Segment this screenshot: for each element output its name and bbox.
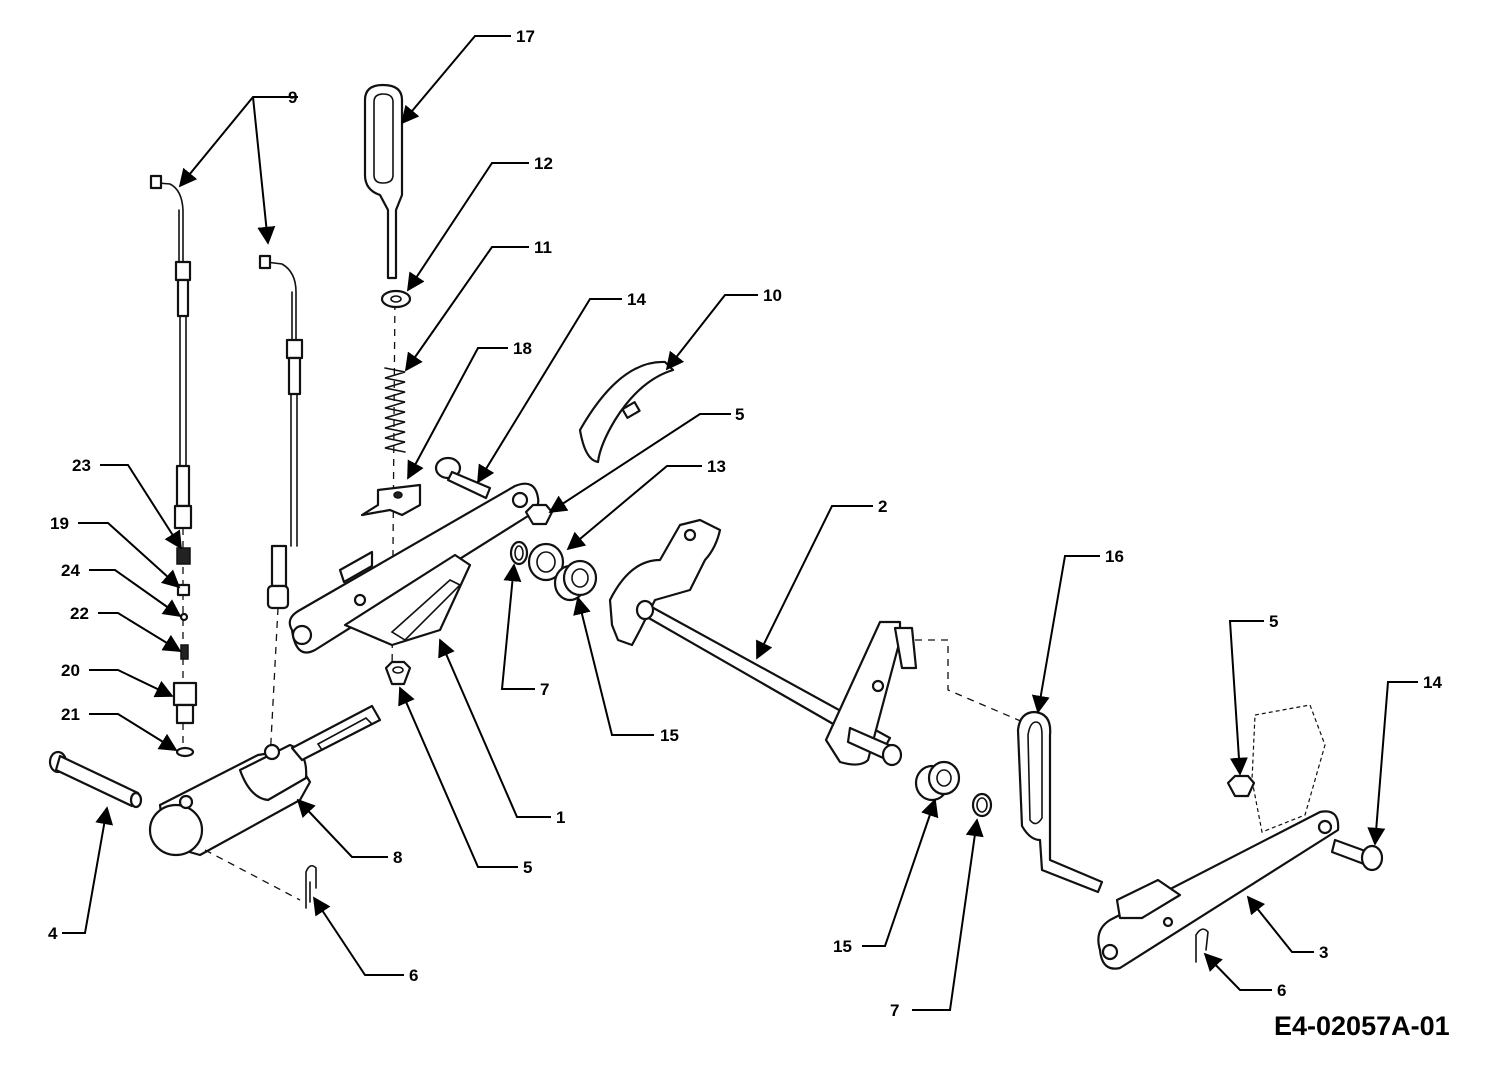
callout-7-upper: 7 bbox=[540, 680, 549, 699]
handle-17 bbox=[363, 83, 404, 280]
nut-5-right bbox=[1226, 774, 1256, 798]
leader-20 bbox=[89, 669, 174, 698]
fitting-19 bbox=[176, 583, 191, 597]
pin-4 bbox=[48, 750, 143, 809]
ball-24 bbox=[179, 612, 189, 622]
drawing-number: E4-02057A-01 bbox=[1274, 1011, 1450, 1041]
leader-5-lower bbox=[398, 686, 518, 868]
callout-18: 18 bbox=[513, 339, 532, 358]
leader-21 bbox=[89, 713, 178, 751]
callout-15-upper: 15 bbox=[660, 726, 679, 745]
bushing-15-upper bbox=[553, 559, 598, 602]
leader-15-upper bbox=[573, 596, 654, 736]
leader-7-lower bbox=[912, 818, 984, 1011]
callout-20: 20 bbox=[61, 661, 80, 680]
callout-9: 9 bbox=[288, 88, 297, 107]
lever-1 bbox=[288, 482, 540, 654]
bushing-15-lower bbox=[914, 760, 961, 802]
leader-6-left bbox=[313, 896, 404, 976]
leader-23 bbox=[100, 464, 182, 550]
leader-3 bbox=[1246, 895, 1314, 953]
leader-15-lower bbox=[862, 798, 939, 947]
callout-3: 3 bbox=[1319, 943, 1328, 962]
cross-shaft-2 bbox=[608, 518, 918, 767]
callout-5-upper: 5 bbox=[735, 405, 744, 424]
leader-14-upper bbox=[477, 298, 622, 484]
callout-16: 16 bbox=[1105, 547, 1124, 566]
callout-8: 8 bbox=[393, 848, 402, 867]
cotter-pin-6-left bbox=[305, 864, 317, 909]
callout-10: 10 bbox=[763, 286, 782, 305]
bolt-14-upper bbox=[434, 456, 492, 500]
ghost-bracket bbox=[1251, 704, 1326, 833]
callout-12: 12 bbox=[534, 154, 553, 173]
leader-8 bbox=[296, 798, 388, 858]
leader-7-upper bbox=[500, 563, 535, 690]
pivot-8 bbox=[148, 704, 382, 857]
leader-1 bbox=[438, 638, 551, 818]
coupler-20 bbox=[172, 681, 198, 725]
callout-6-right: 6 bbox=[1277, 981, 1286, 1000]
leader-16 bbox=[1031, 555, 1100, 714]
leader-2 bbox=[756, 505, 873, 660]
leader-24 bbox=[89, 569, 182, 618]
callout-6-left: 6 bbox=[409, 966, 418, 985]
cable-left bbox=[149, 174, 193, 530]
spring-22 bbox=[180, 644, 189, 660]
callout-14-right: 14 bbox=[1423, 673, 1442, 692]
callout-15-lower: 15 bbox=[833, 937, 852, 956]
callout-11: 11 bbox=[534, 238, 552, 257]
callout-7-lower: 7 bbox=[890, 1001, 899, 1020]
leader-14-right bbox=[1367, 681, 1418, 846]
washer-12 bbox=[380, 289, 412, 309]
callout-5-lower: 5 bbox=[523, 858, 532, 877]
lift-bar-16 bbox=[1016, 710, 1104, 894]
callout-22: 22 bbox=[70, 604, 89, 623]
washer-21 bbox=[175, 746, 195, 758]
bolt-14-right bbox=[1330, 838, 1384, 872]
leader-11 bbox=[404, 246, 529, 372]
cotter-pin-6-right bbox=[1195, 928, 1209, 963]
callout-24: 24 bbox=[61, 561, 80, 580]
leader-5-right bbox=[1228, 620, 1264, 776]
spring-11 bbox=[384, 367, 406, 453]
leader-4 bbox=[62, 806, 114, 934]
leader-12 bbox=[407, 162, 529, 292]
bracket-18 bbox=[360, 483, 422, 517]
callout-23: 23 bbox=[72, 456, 91, 475]
callout-13: 13 bbox=[707, 457, 726, 476]
leader-5-upper bbox=[548, 413, 731, 513]
callout-2: 2 bbox=[878, 497, 887, 516]
leader-19 bbox=[78, 522, 181, 589]
callout-17: 17 bbox=[516, 27, 535, 46]
leader-18 bbox=[407, 347, 508, 480]
callout-14-upper: 14 bbox=[627, 290, 646, 309]
leader-9 bbox=[178, 96, 298, 245]
leader-13 bbox=[566, 465, 702, 551]
leader-22 bbox=[98, 612, 182, 652]
leader-10 bbox=[665, 294, 758, 371]
callout-21: 21 bbox=[61, 705, 80, 724]
leader-6-right bbox=[1203, 952, 1272, 991]
fitting-23 bbox=[176, 547, 191, 565]
leader-17 bbox=[400, 35, 511, 125]
nut-5-upper bbox=[524, 503, 554, 526]
ring-7-lower bbox=[971, 792, 993, 818]
cable-right bbox=[258, 254, 304, 610]
lever-3 bbox=[1097, 810, 1340, 970]
callout-5-right: 5 bbox=[1269, 612, 1278, 631]
washer-13 bbox=[527, 542, 565, 582]
callout-4: 4 bbox=[48, 924, 58, 943]
callout-1: 1 bbox=[556, 808, 565, 827]
callout-19: 19 bbox=[50, 514, 69, 533]
